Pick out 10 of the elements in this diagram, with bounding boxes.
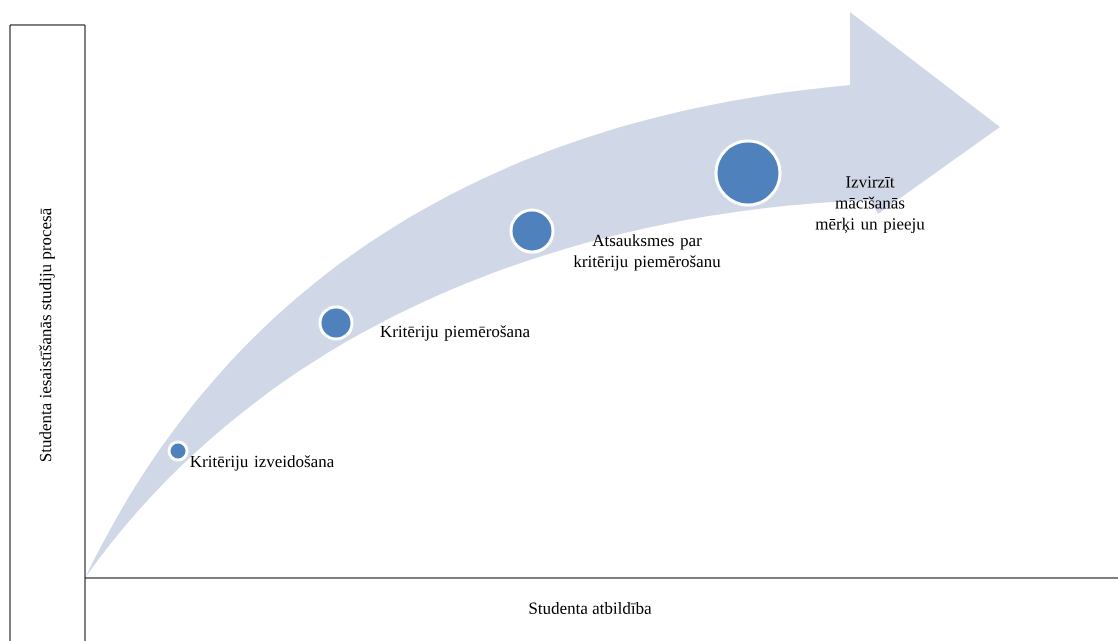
step-dot [318,305,354,341]
step-label: Atsauksmes par kritēriju piemērošanu [573,234,721,271]
step-label: Kritēriju izveidošana [190,455,334,471]
step-dot [509,208,555,254]
axis-label: Studenta iesaistīšanās studiju procesā [39,207,55,462]
step-label: Kritēriju piemērošana [380,325,530,341]
step-label: Izvirzīt mācīšanās mērķi un pieeju [815,176,925,234]
step-dot [714,139,782,207]
step-dot [167,440,189,462]
axis-label: Studenta atbildība [529,602,652,614]
